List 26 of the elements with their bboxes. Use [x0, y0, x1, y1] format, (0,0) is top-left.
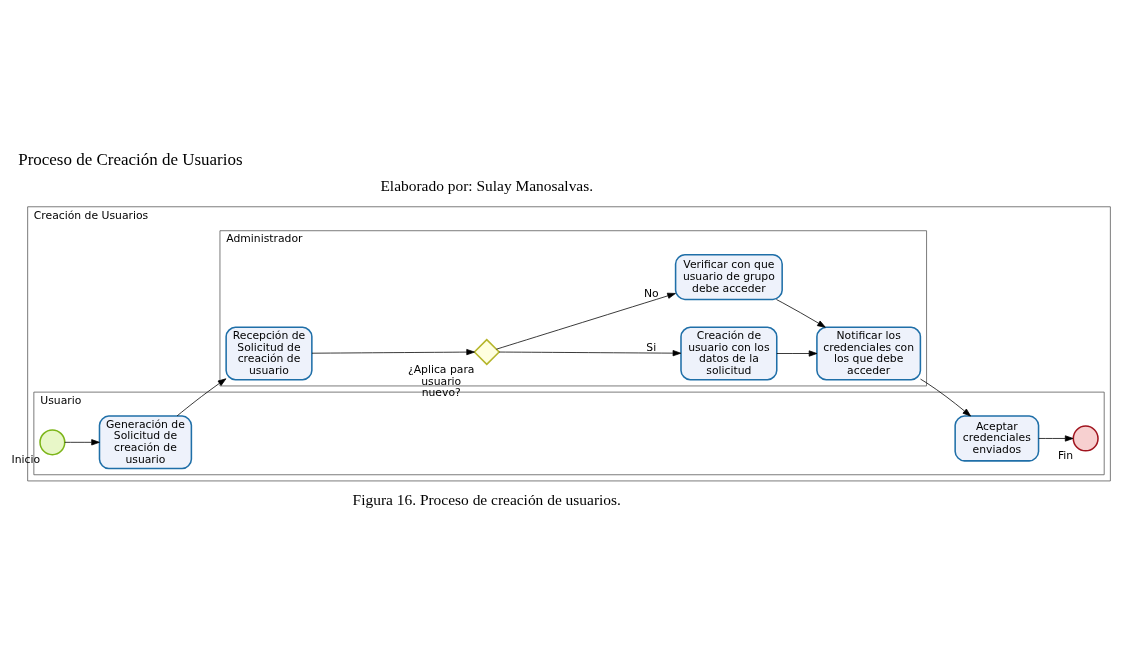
node-label: Inicio — [11, 453, 41, 467]
node-box: Creación de usuario con los datos de la solicitud — [680, 326, 778, 381]
arrow — [498, 350, 682, 357]
node-box: Aceptar credenciales enviados — [954, 415, 1040, 462]
caption: Figura 16. Proceso de creación de usuarios. — [352, 490, 621, 508]
arrow — [496, 292, 676, 350]
node-box: Recepción de Solicitud de creación de usuario — [225, 326, 313, 381]
edge-label: Si — [646, 340, 657, 354]
node-box: Generación de Solicitud de creación de usuario — [98, 415, 193, 470]
node-box: Verificar con que usuario de grupo debe acceder — [674, 253, 783, 301]
node-label: Fin — [1057, 449, 1074, 463]
arrow — [64, 439, 100, 446]
label: Elaborado por: Sulay Manosalvas. — [380, 176, 594, 194]
node-diamond — [473, 338, 501, 366]
node-label: ¿Aplica para usuario nuevo? — [407, 362, 475, 400]
diagram-title: Proceso de Creación de Usuarios — [18, 149, 243, 169]
edge-label: No — [643, 286, 659, 300]
node-box: Notificar los credenciales con los que debe acceder — [816, 326, 922, 381]
node-circle — [1072, 425, 1099, 452]
arrow — [1038, 435, 1074, 442]
arrow — [776, 350, 818, 357]
arrow — [776, 299, 826, 328]
node-circle — [39, 429, 66, 456]
arrow — [920, 378, 971, 417]
arrow — [311, 349, 475, 356]
arrow — [176, 378, 227, 417]
